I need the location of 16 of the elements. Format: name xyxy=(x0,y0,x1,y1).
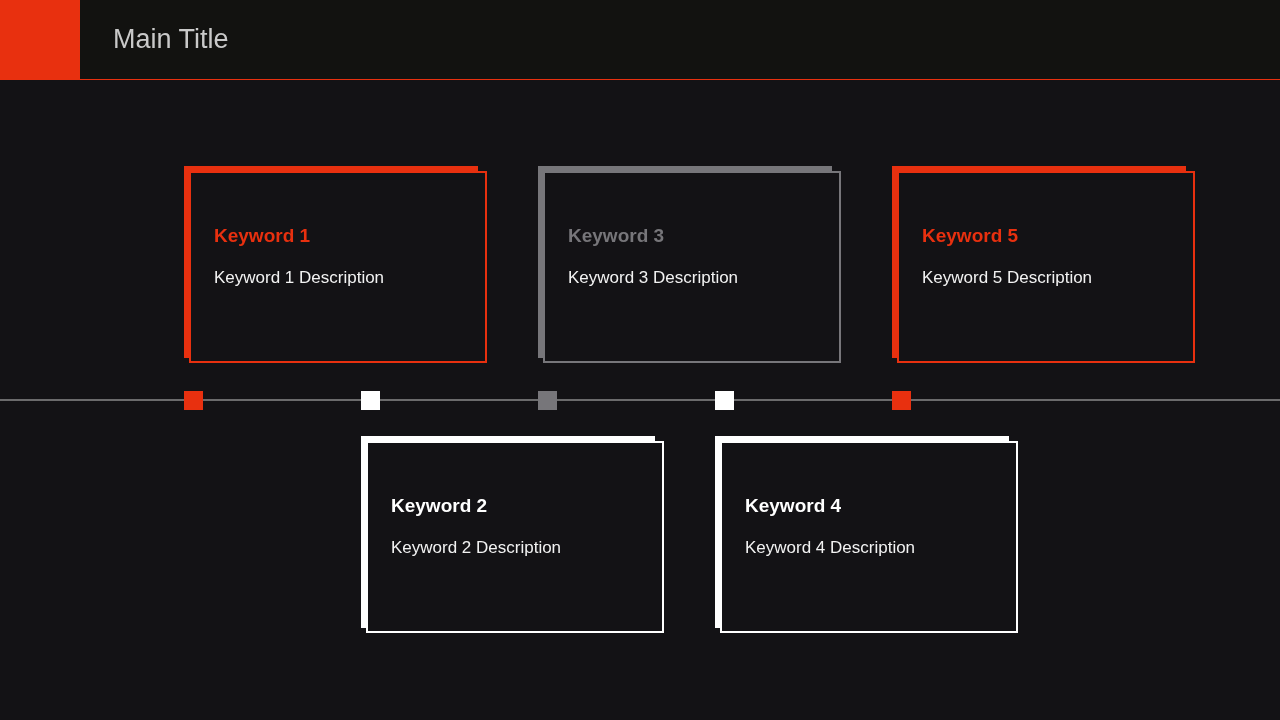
keyword-description: Keyword 3 Description xyxy=(568,268,739,288)
keyword-card xyxy=(715,436,1018,633)
keyword-heading: Keyword 5 xyxy=(922,225,1019,247)
keyword-card xyxy=(361,436,664,633)
keyword-heading: Keyword 4 xyxy=(745,495,842,517)
keyword-description: Keyword 1 Description xyxy=(214,268,385,288)
main-title: Main Title xyxy=(113,24,229,55)
keyword-description: Keyword 4 Description xyxy=(745,538,916,558)
keyword-description: Keyword 2 Description xyxy=(391,538,562,558)
keyword-heading: Keyword 1 xyxy=(214,225,311,247)
keyword-heading: Keyword 3 xyxy=(568,225,665,247)
keyword-card xyxy=(892,166,1195,363)
keyword-card xyxy=(538,166,841,363)
keyword-heading: Keyword 2 xyxy=(391,495,488,517)
keyword-description: Keyword 5 Description xyxy=(922,268,1093,288)
keyword-card xyxy=(184,166,487,363)
